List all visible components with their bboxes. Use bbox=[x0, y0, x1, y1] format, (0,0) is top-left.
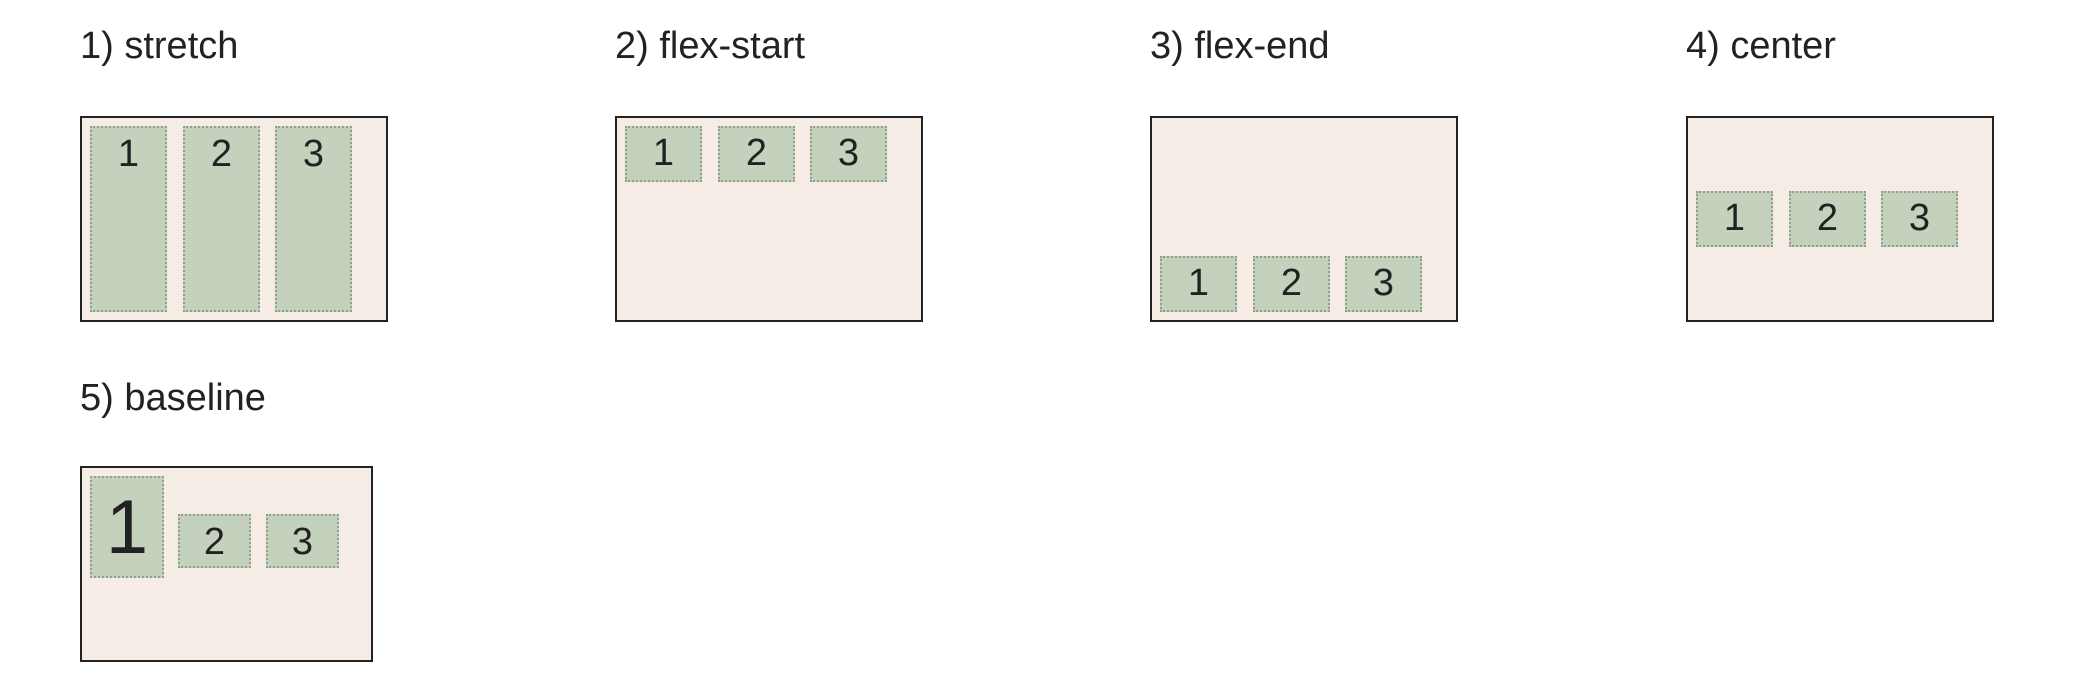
flex-item-1: 1 bbox=[90, 126, 167, 312]
flex-item-3: 3 bbox=[266, 514, 339, 568]
example-title: 2) flex-start bbox=[615, 25, 806, 67]
flex-item-1: 1 bbox=[1696, 191, 1773, 247]
example-title: 3) flex-end bbox=[1150, 25, 1330, 67]
flex-item-2: 2 bbox=[178, 514, 251, 568]
flex-container: 1 2 3 bbox=[615, 116, 923, 322]
flex-container: 1 2 3 bbox=[1150, 116, 1458, 322]
flex-item-1: 1 bbox=[90, 476, 164, 578]
flex-item-3: 3 bbox=[1345, 256, 1422, 312]
flex-container: 1 2 3 bbox=[80, 466, 373, 662]
flex-item-1: 1 bbox=[625, 126, 702, 182]
flex-item-1: 1 bbox=[1160, 256, 1237, 312]
example-title: 1) stretch bbox=[80, 25, 239, 67]
flex-item-2: 2 bbox=[1789, 191, 1866, 247]
flex-item-2: 2 bbox=[718, 126, 795, 182]
flex-container: 1 2 3 bbox=[80, 116, 388, 322]
flex-item-3: 3 bbox=[1881, 191, 1958, 247]
example-title: 4) center bbox=[1686, 25, 1836, 67]
flex-item-2: 2 bbox=[1253, 256, 1330, 312]
flex-container: 1 2 3 bbox=[1686, 116, 1994, 322]
flex-item-2: 2 bbox=[183, 126, 260, 312]
flex-item-3: 3 bbox=[810, 126, 887, 182]
flex-item-3: 3 bbox=[275, 126, 352, 312]
example-title: 5) baseline bbox=[80, 377, 266, 419]
